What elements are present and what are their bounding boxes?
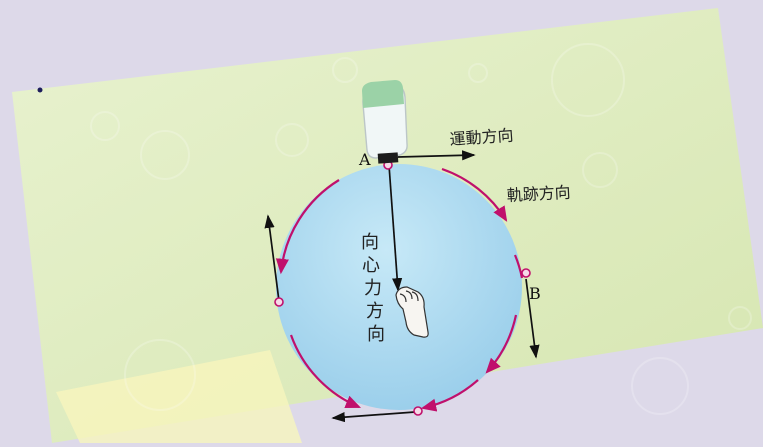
tangent-arrow-left	[264, 214, 280, 302]
circular-path	[275, 164, 524, 412]
centripetal-force-char-1: 向	[361, 232, 379, 253]
trajectory-arc-left-top	[275, 179, 340, 275]
point-bottom-marker	[413, 406, 423, 416]
point-a-label: A	[358, 150, 371, 169]
point-markers	[274, 160, 531, 416]
centripetal-force-char-4: 方	[366, 301, 384, 322]
centripetal-force-char-5: 向	[367, 324, 385, 345]
motion-direction-label: 運動方向	[449, 126, 514, 149]
trajectory-arc-right-bottom	[485, 314, 518, 374]
point-b-marker	[521, 268, 531, 278]
point-b-label: B	[529, 284, 541, 303]
centripetal-force-char-2: 心	[362, 255, 380, 276]
tangent-arrow-top	[397, 150, 476, 161]
trajectory-arc-right-top	[441, 167, 508, 222]
centripetal-force-char-3: 力	[364, 278, 382, 299]
trajectory-arc-left-bottom	[289, 334, 362, 409]
decorative-circle-patterns	[90, 43, 752, 415]
hand	[395, 286, 429, 338]
water-bottle	[362, 80, 408, 164]
tangent-arrow-bottom	[331, 411, 416, 423]
labels: 運動方向 軌跡方向 A B 向 心 力 方 向	[358, 126, 571, 345]
tangent-arrow-right	[525, 278, 540, 359]
trajectory-arc-bottom-right	[420, 379, 479, 412]
trajectory-arc-right-middle	[513, 254, 524, 279]
trajectory-direction-label: 軌跡方向	[506, 183, 571, 205]
small-dot	[37, 87, 43, 93]
velocity-arrows	[264, 150, 540, 423]
centripetal-force-arrow	[388, 164, 403, 292]
point-left-marker	[274, 297, 284, 307]
